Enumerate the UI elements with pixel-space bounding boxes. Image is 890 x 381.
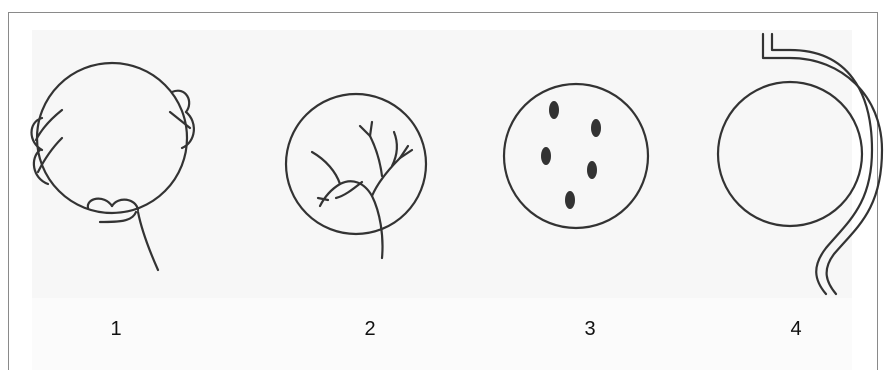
cell-with-branching-network-icon bbox=[286, 94, 426, 258]
cell-with-double-outer-channel-icon bbox=[718, 34, 890, 296]
cell-with-bulging-membrane-and-tail-icon bbox=[32, 63, 194, 270]
figure-label-4: 4 bbox=[781, 318, 811, 341]
figure-label-2: 2 bbox=[355, 318, 385, 341]
figure-label-1: 1 bbox=[101, 318, 131, 341]
figure-label-3: 3 bbox=[575, 318, 605, 341]
cell-with-five-dots-icon bbox=[504, 84, 648, 228]
